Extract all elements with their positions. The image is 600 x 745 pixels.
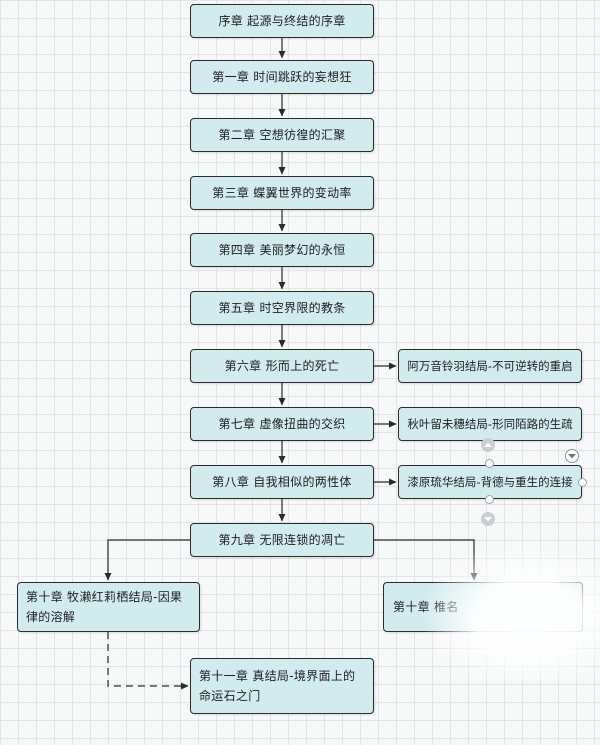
settings-dropdown-icon[interactable] [565, 449, 579, 463]
collapse-up-icon[interactable] [481, 438, 495, 452]
node-chapter-3[interactable]: 第三章 蝶翼世界的变动率 [190, 176, 374, 210]
node-chapter-10-right[interactable]: 第十章 椎名 [383, 582, 583, 632]
node-chapter-5[interactable]: 第五章 时空界限的教条 [190, 291, 374, 325]
node-chapter-11[interactable]: 第十一章 真结局-境界面上的命运石之门 [190, 658, 374, 714]
edge-ch9-ch10-right [374, 539, 478, 581]
resize-handle-top[interactable] [485, 459, 494, 468]
node-prologue[interactable]: 序章 起源与终结的序章 [190, 4, 374, 38]
node-chapter-1[interactable]: 第一章 时间跳跃的妄想狂 [190, 60, 374, 94]
node-chapter-7[interactable]: 第七章 虚像扭曲的交织 [190, 407, 374, 441]
node-ending-ch7[interactable]: 秋叶留未穗结局-形同陌路的生疏 [398, 407, 582, 441]
node-chapter-6[interactable]: 第六章 形而上的死亡 [190, 349, 374, 383]
edge-ch9-ch10-left [104, 539, 190, 581]
node-chapter-2[interactable]: 第二章 空想彷徨的汇聚 [190, 118, 374, 152]
resize-handle-bottom[interactable] [485, 495, 494, 504]
edge-ch10-ch11 [107, 632, 189, 690]
node-ending-ch8[interactable]: 漆原琉华结局-背德与重生的连接 [398, 465, 582, 499]
node-ending-ch6[interactable]: 阿万音铃羽结局-不可逆转的重启 [398, 349, 582, 383]
resize-handle-right[interactable] [578, 478, 587, 487]
node-chapter-4[interactable]: 第四章 美丽梦幻的永恒 [190, 233, 374, 267]
node-chapter-10-left[interactable]: 第十章 牧濑红莉栖结局-因果律的溶解 [17, 582, 200, 632]
node-chapter-8[interactable]: 第八章 自我相似的两性体 [190, 465, 374, 499]
node-chapter-9[interactable]: 第九章 无限连锁的凋亡 [190, 523, 374, 557]
collapse-down-icon[interactable] [481, 512, 495, 526]
